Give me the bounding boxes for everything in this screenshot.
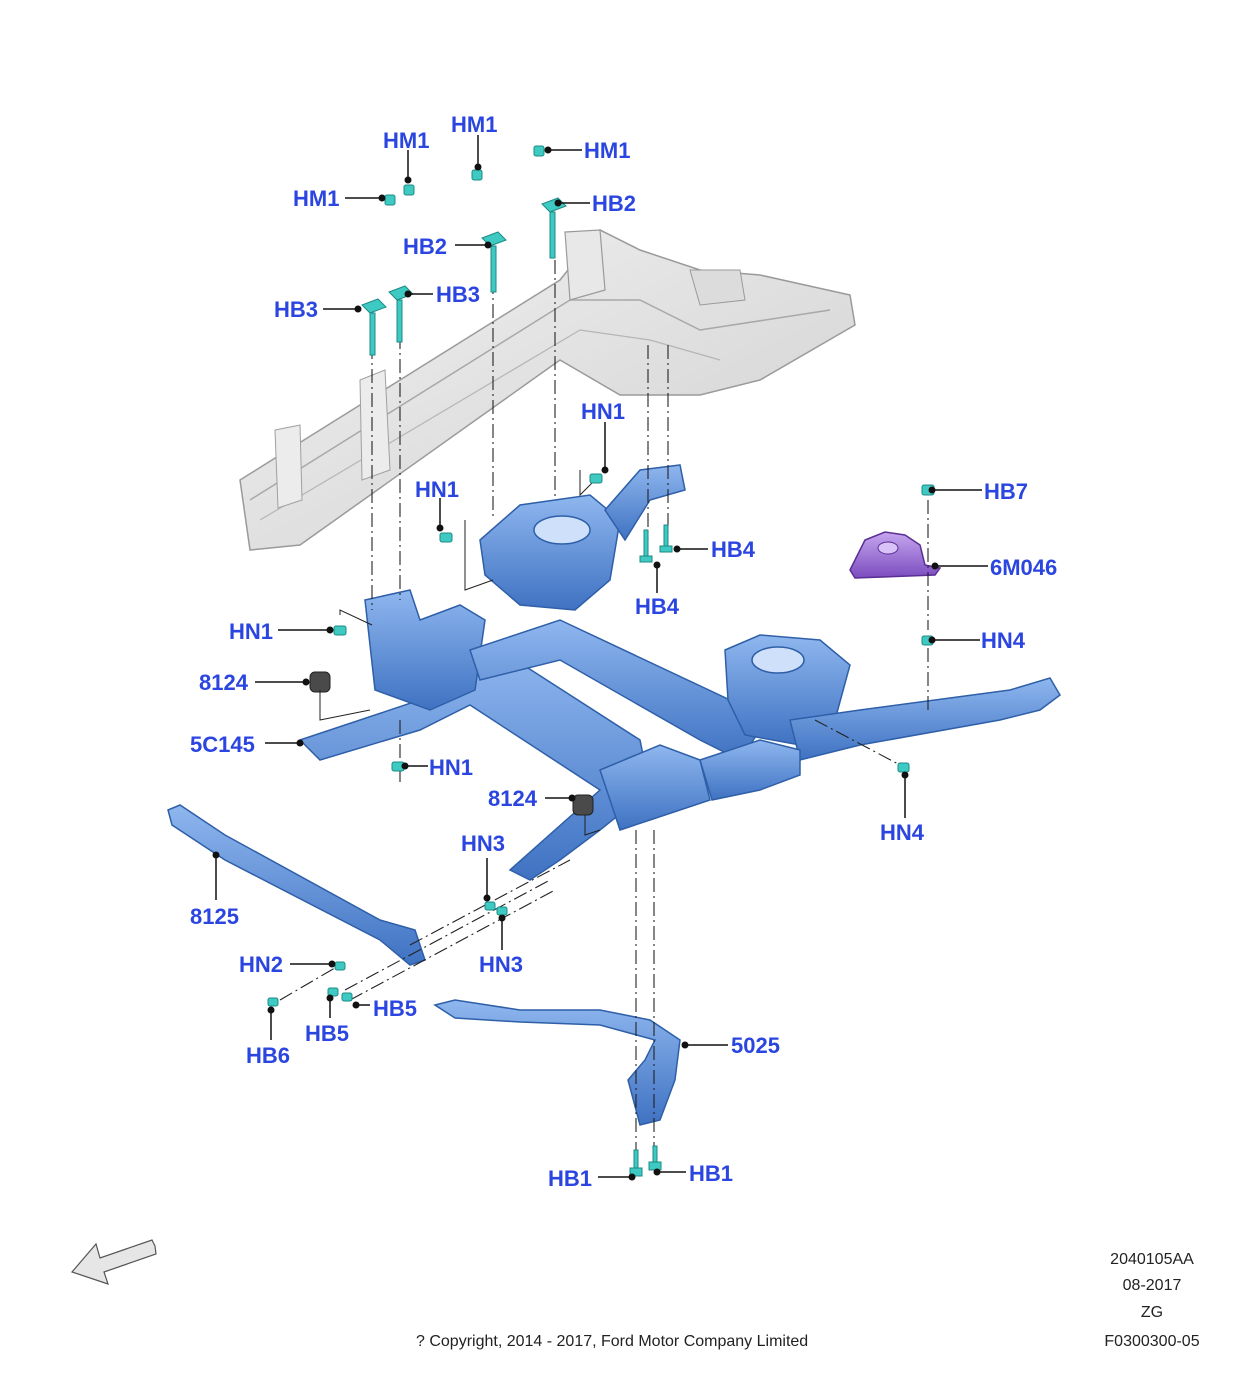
hn1-nut-b: [439, 532, 453, 543]
hb1-bolt-b: [648, 1145, 662, 1171]
vehicle-front-arrow-icon: [70, 1239, 157, 1285]
callout-hn3: HN3: [461, 831, 505, 856]
callout-6m046: 6M046: [990, 555, 1057, 580]
hn1-nut-c: [333, 625, 347, 636]
callout-hm1: HM1: [451, 112, 497, 137]
hn1-nut-a: [589, 473, 603, 484]
callout-hm1: HM1: [383, 128, 429, 153]
callout-hb1: HB1: [689, 1161, 733, 1186]
callout-hb7: HB7: [984, 479, 1028, 504]
hm1-bolt-b: [403, 184, 415, 196]
hn3-nut-a: [484, 901, 496, 911]
callout-hb5: HB5: [373, 996, 417, 1021]
callout-hb3: HB3: [436, 282, 480, 307]
callout-hb3: HB3: [274, 297, 318, 322]
hm1-bolt-d: [533, 145, 545, 157]
illustration-code: 2040105AA: [1110, 1251, 1194, 1268]
callout-5025: 5025: [731, 1033, 780, 1058]
hb5-bolt-b: [341, 992, 353, 1002]
region-code: ZG: [1140, 1304, 1164, 1321]
hb4-bolt-a: [639, 529, 653, 563]
callout-dots: [212, 146, 939, 1181]
hb6-bolt: [267, 997, 279, 1007]
part-8125-bar: [167, 804, 426, 966]
callout-hb1: HB1: [548, 1166, 592, 1191]
bracket-leaders: [319, 470, 601, 836]
callout-8125: 8125: [190, 904, 239, 929]
part-6m046-mount: [849, 531, 942, 579]
callout-hm1: HM1: [293, 186, 339, 211]
callout-labels: HM1 HM1 HM1 HM1 HB2 HB2 HB3 HB3 HN1 HN1 …: [190, 112, 1057, 1191]
hn2-nut: [334, 961, 346, 971]
callout-hb4: HB4: [635, 594, 680, 619]
callout-hn2: HN2: [239, 952, 283, 977]
callout-hn4: HN4: [981, 628, 1026, 653]
callout-hm1: HM1: [584, 138, 630, 163]
hm1-bolt-a: [384, 194, 396, 206]
front-subframe: [298, 464, 1061, 881]
hb3-bolt-a: [361, 298, 387, 356]
hb1-bolt-a: [629, 1149, 643, 1177]
callout-hn1: HN1: [429, 755, 473, 780]
part-5025-stabilizer-bar: [433, 999, 681, 1126]
callout-hn3: HN3: [479, 952, 523, 977]
hb5-bolt-a: [327, 987, 339, 997]
callout-hn4: HN4: [880, 820, 925, 845]
callout-hn1: HN1: [581, 399, 625, 424]
body-side-rail: [239, 229, 856, 551]
callout-hb5: HB5: [305, 1021, 349, 1046]
part-8124-bushing-lower: [572, 794, 594, 816]
hn3-nut-b: [496, 906, 508, 916]
hb4-bolt-b: [659, 524, 673, 553]
callout-5c145: 5C145: [190, 732, 255, 757]
illustration-date: 08-2017: [1122, 1277, 1182, 1294]
hb2-bolt-a: [481, 231, 507, 293]
callout-hn1: HN1: [415, 477, 459, 502]
copyright-notice: ? Copyright, 2014 - 2017, Ford Motor Com…: [416, 1333, 809, 1350]
callout-leaders: [215, 135, 988, 1178]
callout-8124: 8124: [199, 670, 249, 695]
figure-reference: F0300300-05: [1104, 1333, 1200, 1350]
callout-8124: 8124: [488, 786, 538, 811]
callout-hn1: HN1: [229, 619, 273, 644]
hm1-bolt-c: [471, 169, 483, 181]
callout-hb4: HB4: [711, 537, 756, 562]
hb2-bolt-b: [541, 197, 567, 259]
part-8124-bushing-upper: [309, 671, 331, 693]
hn4-nut-b: [897, 762, 910, 773]
callout-hb2: HB2: [592, 191, 636, 216]
callout-hb2: HB2: [403, 234, 447, 259]
callout-hb6: HB6: [246, 1043, 290, 1068]
